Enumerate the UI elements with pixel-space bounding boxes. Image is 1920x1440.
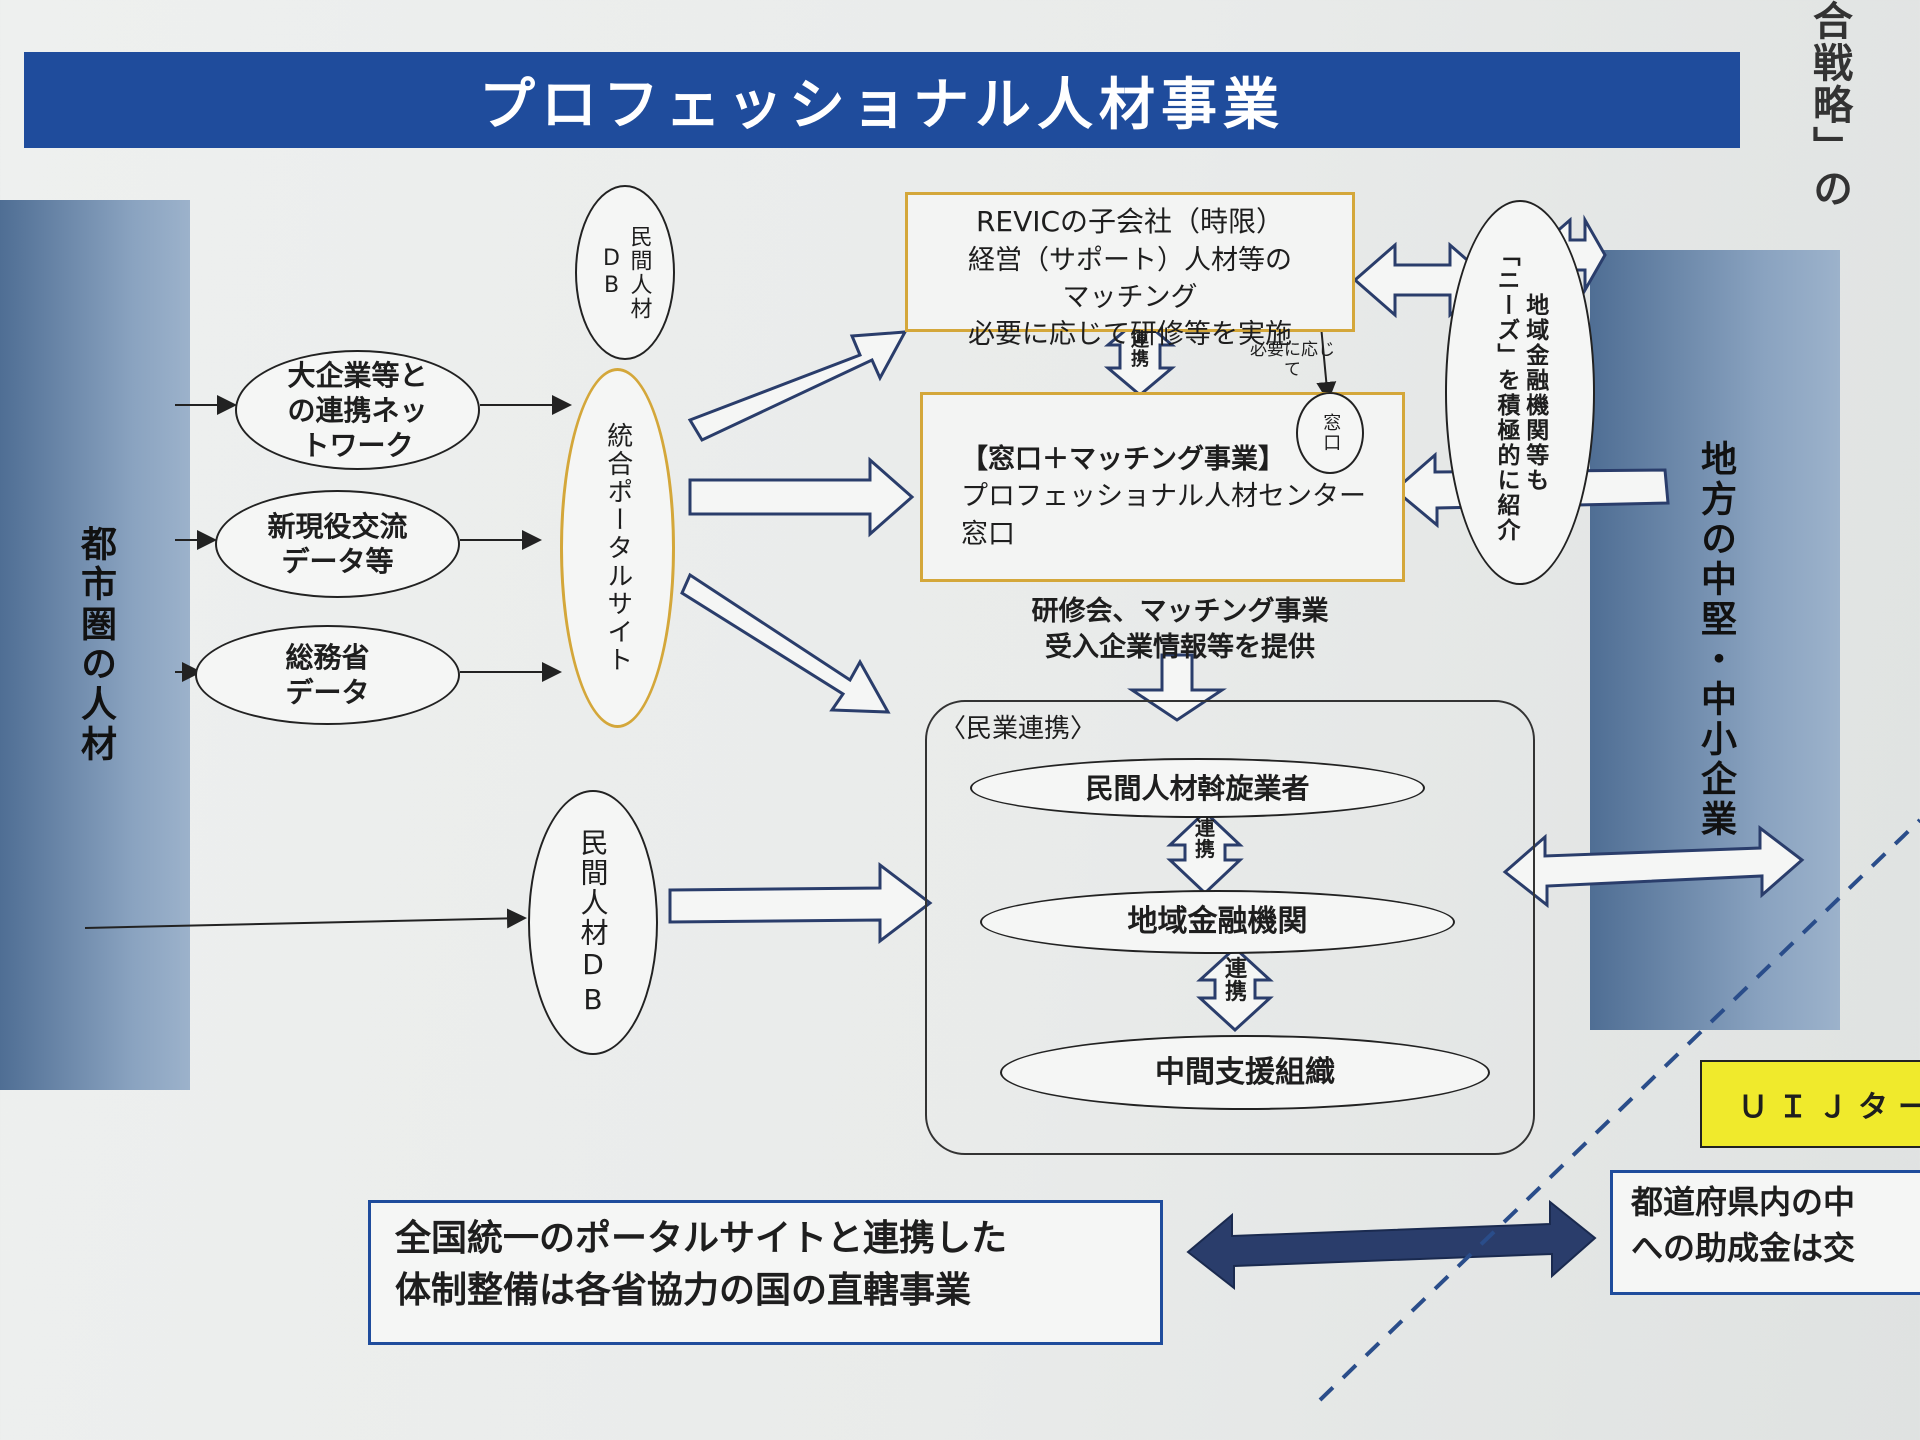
renkei-label-group-2: 連携 bbox=[1224, 957, 1247, 1006]
block-arrow-db-to-group bbox=[668, 861, 933, 945]
portal-site-label: 統合ポータルサイト bbox=[602, 422, 633, 674]
intermediary-org-oval: 中間支援組織 bbox=[1000, 1035, 1490, 1110]
mic-data-oval: 総務省 データ bbox=[195, 625, 460, 725]
arrow-bar-to-db bbox=[84, 908, 527, 929]
private-sector-label: 〈民業連携〉 bbox=[940, 714, 1097, 744]
need-based-label: 必要に応じ て bbox=[1250, 340, 1335, 381]
center-line2: プロフェッショナル人材センター bbox=[961, 481, 1366, 513]
network-label: 大企業等と の連携ネッ トワーク bbox=[287, 358, 428, 462]
revic-line3: マッチング bbox=[1062, 281, 1198, 313]
block-arrow-portal-to-group bbox=[680, 572, 891, 714]
renkei-arrow-group-2 bbox=[1196, 945, 1274, 1033]
private-db-oval-top: 民間人材 DB bbox=[575, 185, 675, 360]
footer-double-arrow bbox=[1186, 1199, 1597, 1291]
center-line3: 窓口 bbox=[961, 518, 1015, 550]
private-sector-group bbox=[925, 700, 1535, 1155]
urban-talent-bar: 都市圏の人材 bbox=[0, 200, 190, 1090]
revic-box: REVICの子会社（時限） 経営（サポート）人材等の マッチング 必要に応じて研… bbox=[905, 192, 1355, 350]
page-title: プロフェッショナル人材事業 bbox=[24, 52, 1740, 148]
block-arrow-portal-to-center bbox=[688, 456, 915, 538]
private-db-top-label: 民間人材 DB bbox=[599, 224, 652, 321]
uij-turn-box: ＵＩＪター bbox=[1700, 1060, 1920, 1148]
national-direct-project-box: 全国統一のポータルサイトと連携した 体制整備は各省協力の国の直轄事業 bbox=[368, 1200, 1163, 1345]
side-page-text: 合戦略」の bbox=[1806, 0, 1852, 210]
network-oval: 大企業等と の連携ネッ トワーク bbox=[235, 350, 480, 470]
regional-finance-oval: 地域金融機関等も 「ニーズ」を積極的に紹介 bbox=[1445, 200, 1595, 585]
talent-agency-oval: 民間人材斡旋業者 bbox=[970, 758, 1425, 818]
exchange-data-oval: 新現役交流 データ等 bbox=[215, 490, 460, 598]
prefecture-grant-box: 都道府県内の中 への助成金は交 bbox=[1610, 1170, 1920, 1295]
talent-agency-label: 民間人材斡旋業者 bbox=[1085, 771, 1310, 805]
madoguchi-circle: 窓口 bbox=[1296, 392, 1364, 474]
portal-site-oval: 統合ポータルサイト bbox=[560, 368, 675, 728]
private-db-bottom-label: 民間人材DB bbox=[576, 827, 610, 1018]
regional-bank-label: 地域金融機関 bbox=[1127, 904, 1308, 940]
madoguchi-small-label: 窓口 bbox=[1320, 413, 1342, 453]
renkei-label-group-1: 連携 bbox=[1195, 816, 1215, 861]
dashed-divider-line bbox=[1318, 818, 1920, 1402]
private-db-oval-bottom: 民間人材DB bbox=[528, 790, 658, 1055]
regional-bank-oval: 地域金融機関 bbox=[980, 890, 1455, 954]
renkei-label-top: 連携 bbox=[1131, 330, 1149, 370]
revic-line1: REVICの子会社（時限） bbox=[975, 205, 1285, 238]
double-arrow-group-sme bbox=[1502, 824, 1805, 909]
mic-data-label: 総務省 データ bbox=[285, 641, 370, 709]
block-arrow-down-to-group bbox=[1127, 653, 1227, 722]
provide-info-label: 研修会、マッチング事業 受入企業情報等を提供 bbox=[1031, 596, 1329, 664]
revic-line2: 経営（サポート）人材等の bbox=[968, 244, 1292, 276]
revic-line4: 必要に応じて研修等を実施 bbox=[968, 319, 1292, 351]
regional-finance-label: 地域金融機関等も 「ニーズ」を積極的に紹介 bbox=[1493, 242, 1548, 543]
block-arrow-portal-to-revic bbox=[687, 330, 908, 442]
intermediary-org-label: 中間支援組織 bbox=[1155, 1054, 1335, 1090]
regional-sme-bar: 地方の中堅・中小企業 bbox=[1590, 250, 1840, 1030]
exchange-data-label: 新現役交流 データ等 bbox=[267, 510, 408, 578]
center-line1: 【窓口＋マッチング事業】 bbox=[961, 444, 1285, 475]
